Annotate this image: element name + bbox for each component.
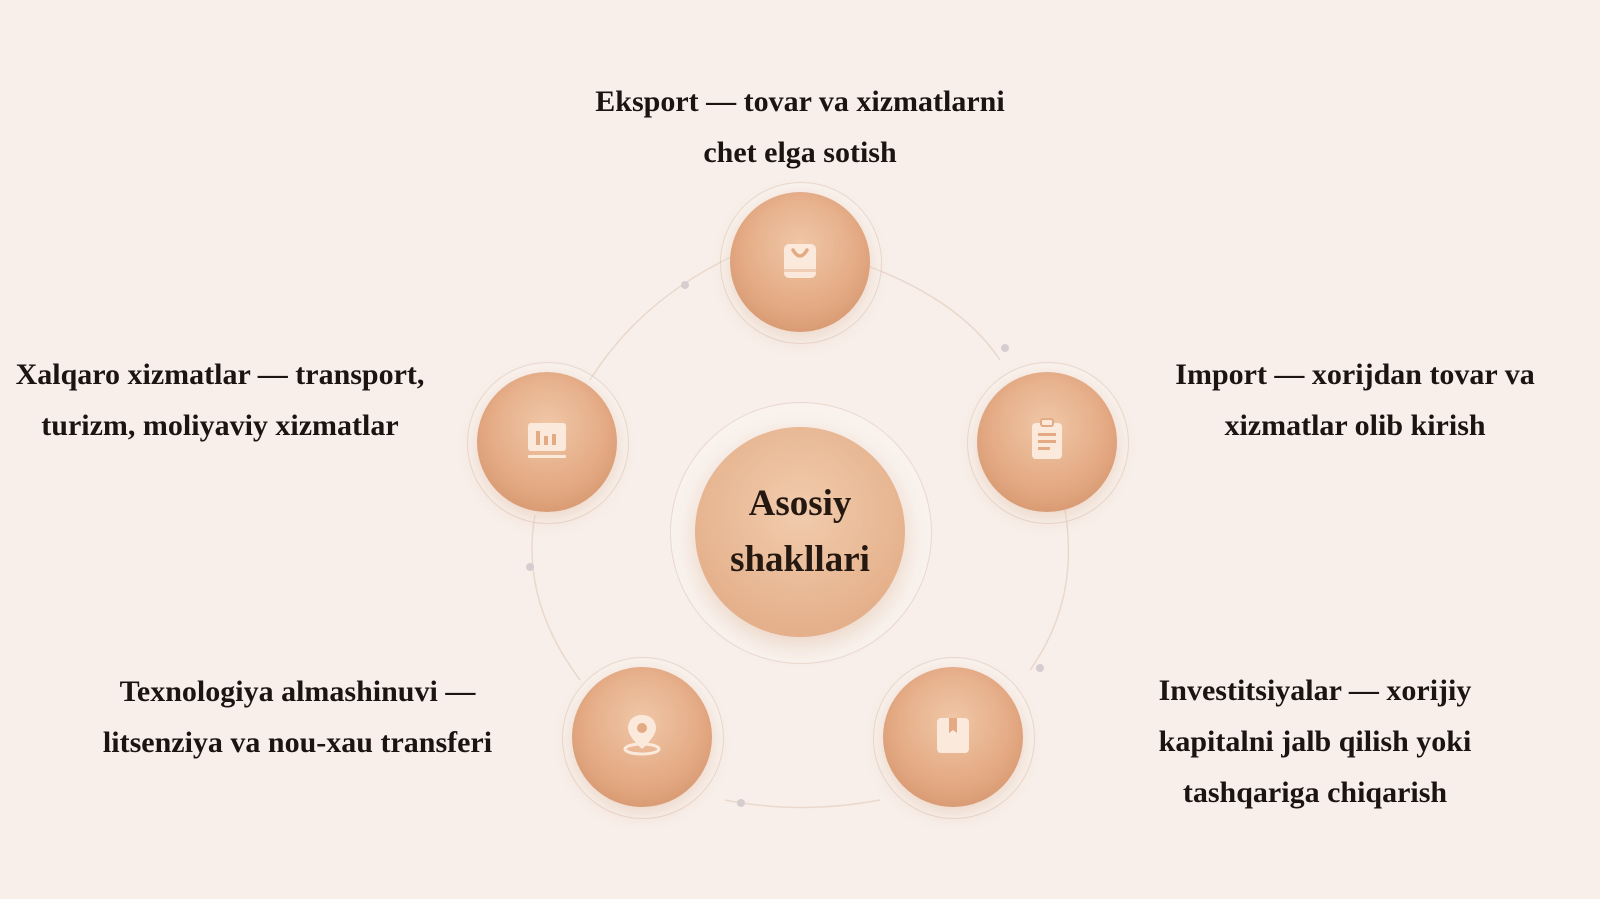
connector-dot (737, 799, 745, 807)
location-pin-icon (616, 709, 668, 766)
bar-chart-icon (521, 414, 573, 471)
shopping-bag-icon (774, 234, 826, 291)
node-texnologiya (572, 667, 712, 807)
label-eksport: Eksport — tovar va xizmatlarni chet elga… (595, 85, 1005, 169)
node-eksport (730, 192, 870, 332)
connector-dot (1001, 344, 1009, 352)
label-xalqaro-xizmatlar: Xalqaro xizmatlar — transport, turizm, m… (15, 358, 425, 442)
center-title: Asosiy shakllari (730, 483, 870, 580)
label-texnologiya: Texnologiya almashinuvi — litsenziya va … (102, 675, 493, 759)
label-investitsiyalar: Investitsiyalar — xorijiy kapitalni jalb… (1158, 674, 1472, 809)
connector-dot (526, 563, 534, 571)
connector-dot (681, 281, 689, 289)
label-import: Import — xorijdan tovar va xizmatlar oli… (1175, 358, 1535, 442)
node-import (977, 372, 1117, 512)
node-investitsiyalar (883, 667, 1023, 807)
connector-dot (1036, 664, 1044, 672)
clipboard-icon (1021, 414, 1073, 471)
package-box-icon (927, 709, 979, 766)
center-node: Asosiy shakllari (695, 427, 905, 637)
node-xalqaro-xizmatlar (477, 372, 617, 512)
